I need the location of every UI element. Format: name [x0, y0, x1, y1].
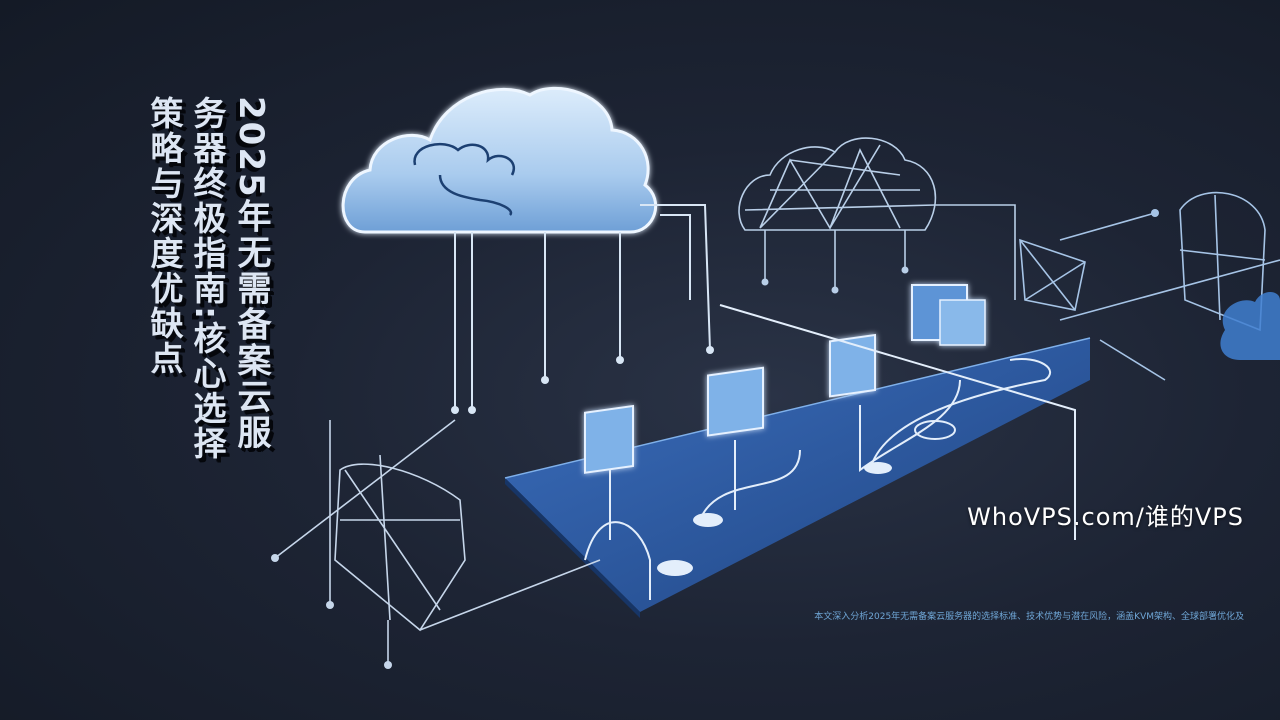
- cloud-connections: [454, 204, 711, 410]
- platform: [504, 337, 1091, 618]
- wireframe-node-right: [1019, 191, 1280, 381]
- network-mesh-icon: [738, 137, 1016, 300]
- server-icon: [911, 284, 986, 346]
- cloud-icon: [341, 86, 658, 234]
- cloud-icon-small: [1220, 292, 1280, 360]
- site-label: WhoVPS.com/谁的VPS: [967, 503, 1244, 531]
- page-title: 2025年无需备案云服 务器终极指南:核心选择 策略与深度优缺点: [138, 96, 271, 462]
- description-text: 本文深入分析2025年无需备案云服务器的选择标准、技术优势与潜在风险，涵盖KVM…: [814, 612, 1244, 622]
- title-line-1: 2025年无需备案云服: [231, 96, 271, 451]
- title-line-2: 务器终极指南:核心选择: [188, 96, 227, 462]
- title-line-3: 策略与深度优缺点: [145, 96, 184, 376]
- wireframe-node-left: [274, 419, 601, 665]
- monitor-icon: [584, 333, 876, 474]
